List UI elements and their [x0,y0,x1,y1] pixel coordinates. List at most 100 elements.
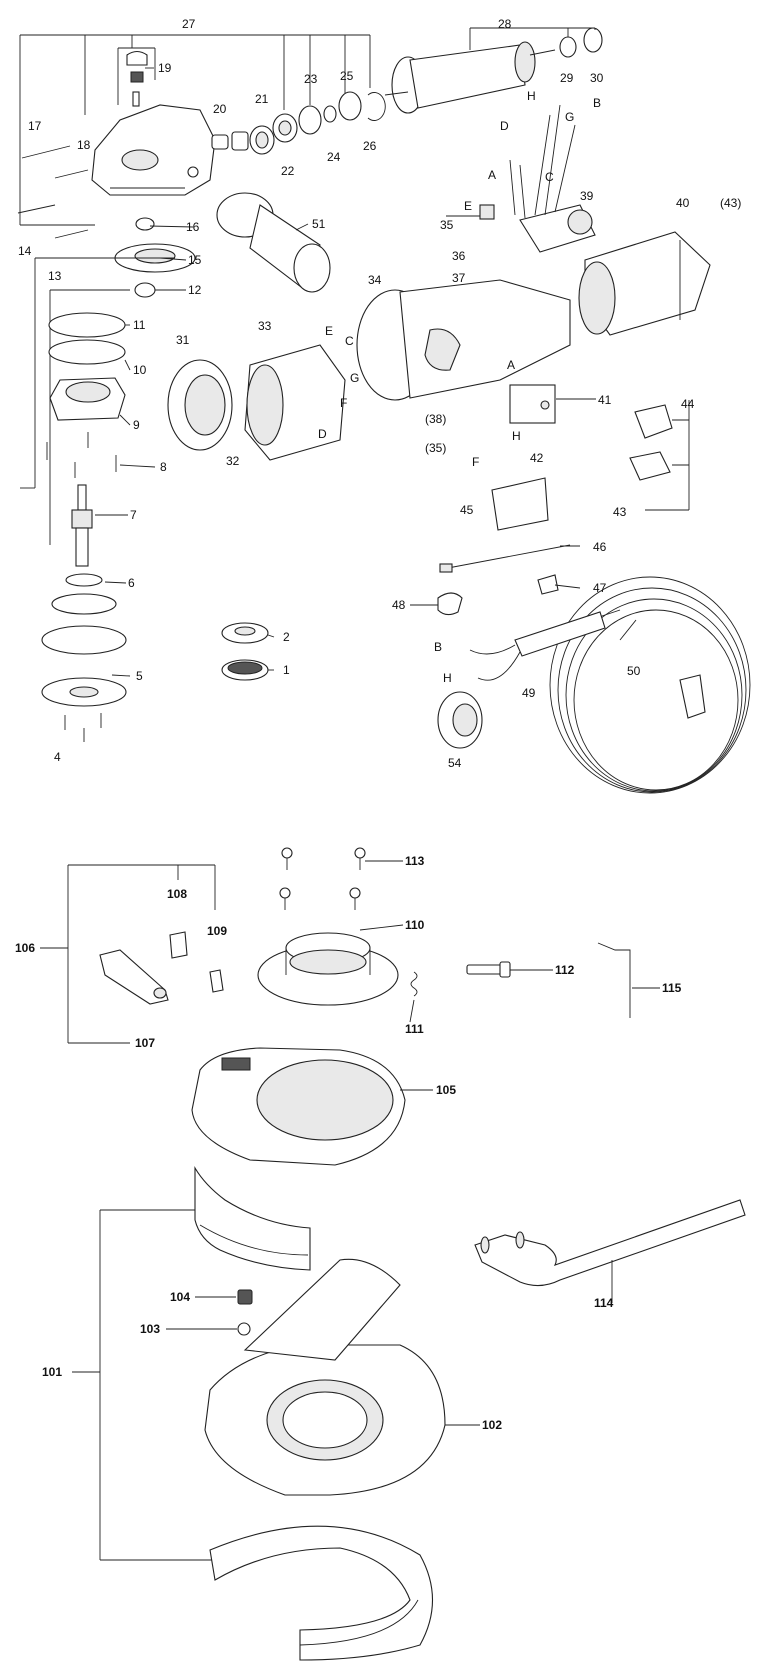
label-54: 54 [448,756,462,770]
label-111: 111 [405,1022,424,1036]
label-14: 14 [18,244,32,258]
label-101: 101 [42,1365,62,1379]
wire-letter-c-top: C [545,170,554,184]
callout-labels-bottom: 113 108 110 109 106 112 115 111 107 105 … [15,854,682,1432]
label-4: 4 [54,750,61,764]
label-43-paren: (43) [720,196,741,210]
label-35: 35 [440,218,454,232]
label-46: 46 [593,540,607,554]
side-handle-part-51 [216,192,331,293]
flange-nut-parts-1-2 [221,622,269,681]
label-35-paren: (35) [425,441,446,455]
label-38-paren: (38) [425,412,446,426]
label-51: 51 [312,217,326,231]
label-113: 113 [405,854,425,868]
rear-cover-part-40 [578,231,711,336]
label-18: 18 [77,138,91,152]
brush-strip-upper [194,1165,311,1271]
label-48: 48 [392,598,406,612]
wire-letter-e-top: E [464,199,472,213]
label-43: 43 [613,505,627,519]
screws-part-17 [17,145,89,239]
screws-part-4 [64,713,102,742]
wire-letters: H B G D A C E E C G F D A H F B H [318,89,601,685]
spring-part-111 [410,971,418,997]
label-114: 114 [594,1296,614,1310]
label-34: 34 [368,273,382,287]
label-32: 32 [226,454,240,468]
hex-key-part-115 [597,942,631,1018]
wire-letter-d-top: D [500,119,509,133]
stator-part-33 [244,344,346,461]
label-5: 5 [136,669,143,683]
label-28: 28 [498,17,512,31]
brush-strip-lower [209,1525,434,1661]
wire-letter-c-stator: C [345,334,354,348]
label-2: 2 [283,630,290,644]
label-42: 42 [530,451,544,465]
label-25: 25 [340,69,354,83]
dust-guard-part-102 [204,1258,446,1496]
screws-part-8 [46,432,117,478]
label-23: 23 [304,72,318,86]
armature-part-28 [384,27,603,114]
wire-letter-g-top: G [565,110,574,124]
label-27: 27 [182,17,196,31]
label-41: 41 [598,393,612,407]
label-50: 50 [627,664,641,678]
label-9: 9 [133,418,140,432]
pin-part-108 [169,931,188,959]
label-8: 8 [160,460,167,474]
label-108: 108 [167,887,187,901]
bracket-part-45 [491,477,549,531]
label-33: 33 [258,319,272,333]
label-47: 47 [593,581,607,595]
wire-letter-h-cord: H [443,671,452,685]
spindle-part-7 [71,484,93,567]
label-10: 10 [133,363,147,377]
wire-letter-b-cord: B [434,640,442,654]
screws-part-113 [279,847,366,910]
label-16: 16 [186,220,200,234]
label-11: 11 [133,318,146,332]
motor-housing-part-34 [356,279,571,401]
label-110: 110 [405,918,425,932]
label-17: 17 [28,119,42,133]
label-6: 6 [128,576,135,590]
wire-letter-h-module: H [512,429,521,443]
label-36: 36 [452,249,466,263]
washer-parts-5-6 [41,573,127,707]
label-107: 107 [135,1036,155,1050]
label-106: 106 [15,941,35,955]
wire-letter-g-stator: G [350,371,359,385]
label-102: 102 [482,1418,502,1432]
bolt-part-112 [466,961,511,978]
label-40: 40 [676,196,690,210]
spindle-lock-part-19 [117,47,156,107]
flange-parts-9-10-11 [48,312,126,421]
label-12: 12 [188,283,202,297]
wire-letter-h-top: H [527,89,536,103]
clip-part-109 [209,969,224,993]
wire-letter-a-top: A [488,168,496,182]
label-24: 24 [327,150,341,164]
label-26: 26 [363,139,377,153]
bearing-parts-20-21-22 [211,113,298,155]
small-parts-103-104 [237,1289,253,1336]
callout-106-bracket [40,864,216,1044]
label-1: 1 [283,663,290,677]
label-30: 30 [590,71,604,85]
label-109: 109 [207,924,227,938]
label-21: 21 [255,92,269,106]
ring-parts-23-26 [298,91,386,135]
cord-sleeve-part-49 [469,611,606,681]
callout-27-bracket [19,34,371,226]
leader-lines [95,67,690,1426]
plug-part-54 [437,691,483,749]
label-37: 37 [452,271,466,285]
wire-letter-e-stator: E [325,324,333,338]
label-104: 104 [170,1290,190,1304]
label-39: 39 [580,189,594,203]
label-112: 112 [555,963,575,977]
